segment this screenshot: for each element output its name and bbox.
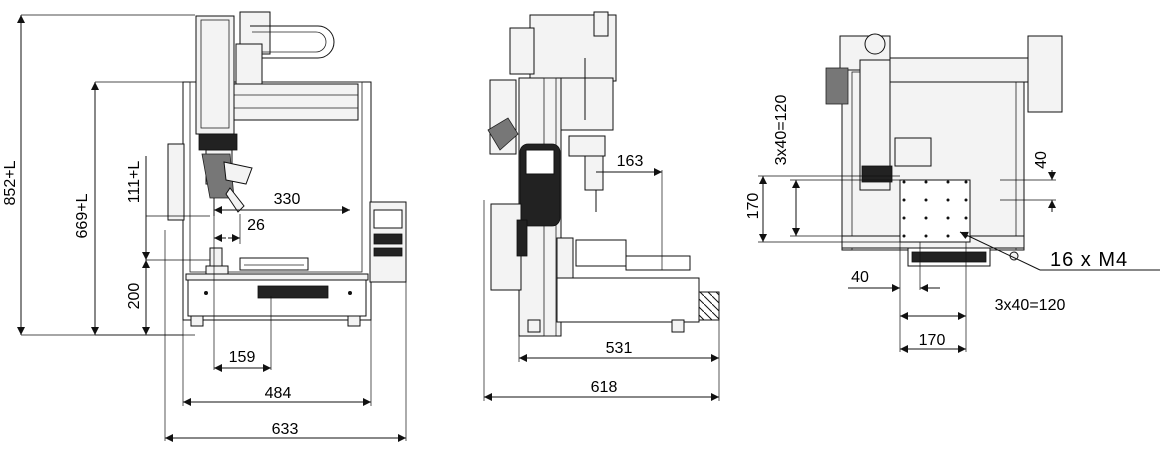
plate-y-label: 170 <box>745 193 762 220</box>
head-offset-label: 163 <box>617 153 644 170</box>
base-height-label: 200 <box>126 283 143 310</box>
overall-height-label: 852+L <box>2 160 19 205</box>
frame-width-label: 484 <box>265 385 292 402</box>
hole-pitch-y-label: 3x40=120 <box>773 95 790 166</box>
table-height-label: 669+L <box>74 193 91 238</box>
hole-pitch-x-label: 3x40=120 <box>995 297 1066 314</box>
side-tray <box>575 239 627 267</box>
side-base <box>556 277 700 323</box>
overall-depth-label: 618 <box>591 379 618 396</box>
side-machine <box>487 11 720 337</box>
top-dimensions: 3x40=120 40 170 16 x M4 40 3x40=120 <box>745 95 1160 353</box>
z-axis-column <box>195 15 235 135</box>
side-view: 163 531 618 <box>483 11 720 401</box>
x-axis-beam <box>231 83 359 121</box>
x-travel-label: 330 <box>274 191 301 208</box>
needle-offset-label: 26 <box>247 217 265 234</box>
top-x-beam <box>889 57 1031 83</box>
overall-width-label: 633 <box>272 421 299 438</box>
front-frame-inner <box>189 81 363 273</box>
base-depth-label: 531 <box>606 340 633 357</box>
x-offset-label: 40 <box>851 269 869 286</box>
side-dimensions: 163 531 618 <box>483 153 720 401</box>
cable-loop <box>250 25 335 59</box>
front-view: 852+L 669+L 111+L 200 330 26 159 <box>2 11 407 442</box>
plate-x-label: 170 <box>919 332 946 349</box>
front-machine-frame <box>167 11 407 327</box>
head-height-label: 111+L <box>126 161 143 204</box>
top-view: 3x40=120 40 170 16 x M4 40 3x40=120 <box>745 33 1160 353</box>
y-offset-label: 40 <box>1033 151 1050 169</box>
thread-callout: 16 x M4 <box>1050 249 1128 271</box>
front-dimensions: 852+L 669+L 111+L 200 330 26 159 <box>2 14 407 442</box>
fixture-plate <box>899 179 971 243</box>
tool-offset-label: 159 <box>229 349 256 366</box>
front-tray <box>239 257 309 271</box>
top-machine <box>825 33 1063 267</box>
